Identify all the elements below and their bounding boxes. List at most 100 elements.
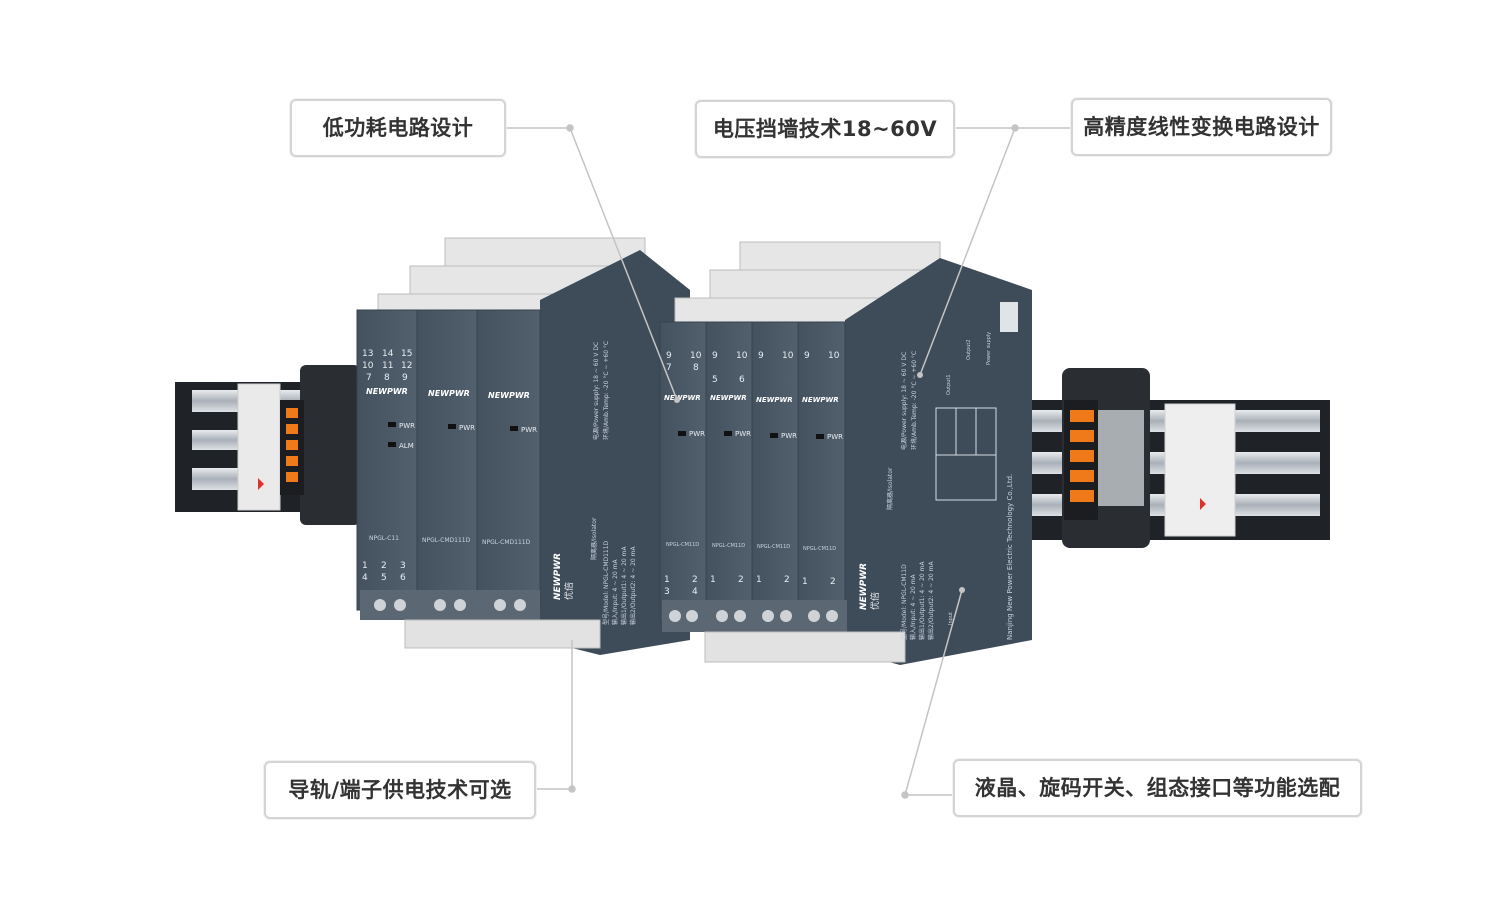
callout-voltage: 电压挡墙技术18~60V [695,100,955,158]
terminal-row-label: 2 [784,575,790,585]
wiring-diagram [935,407,997,501]
side-isolator-label: 隔离器/Isolator [886,467,894,510]
right-module-group [659,241,1032,665]
terminal-row-label: 9 [402,373,408,383]
terminal-row-label: 2 [381,561,387,571]
terminal-row-label: 4 [692,587,698,597]
led-indicator-icon [510,426,518,431]
led-indicator-icon [816,434,824,439]
led-label-pwr: PWR [827,433,843,441]
qr-code-icon [1000,302,1018,332]
terminal-row-label: 1 [664,575,670,585]
diagram-power-label: Power supply [986,332,992,365]
terminal-row-label: 9 [758,351,764,361]
callout-rail-power: 导轨/端子供电技术可选 [264,761,536,819]
model-label: NPGL-CM11D [803,546,836,552]
terminal-row-label: 11 [382,361,393,371]
led-label-pwr: PWR [781,432,797,440]
terminal-row-label: 14 [382,349,394,359]
led-indicator-icon [770,433,778,438]
diagram-input-label: Input [948,612,954,625]
model-label: NPGL-CM11D [712,543,745,549]
led-label-pwr: PWR [689,430,705,438]
side-brand-logo: NEWPWR [859,563,869,610]
terminal-row-label: 2 [738,575,744,585]
leader-dot-precision-end [917,372,923,378]
leader-line-precision [919,127,1016,376]
side-brand-cn-logo: 优倍 [869,592,881,610]
callout-precision: 高精度线性变换电路设计 [1071,98,1332,156]
leader-dot-options [901,791,909,799]
brand-logo: NEWPWR [710,394,747,402]
leader-dot-low-power [566,124,574,132]
leader-dot-options-end [959,587,965,593]
side-input-label: 输入/Input: 4 ~ 20 mA [611,558,619,625]
terminal-row-label: 13 [362,349,373,359]
terminal-row-label: 1 [802,577,808,587]
diagram-output2-label: Output2 [966,339,972,360]
terminal-row-label: 9 [804,351,810,361]
company-label: Nanjing New Power Electric Technology Co… [1006,474,1014,640]
left-module-group [356,237,690,655]
led-label-pwr: PWR [459,424,475,432]
led-label-alm: ALM [399,442,414,450]
terminal-row-label: 8 [693,363,699,373]
terminal-row-label: 8 [384,373,390,383]
terminal-row-label: 3 [664,587,670,597]
led-label-pwr: PWR [521,426,537,434]
terminal-row-label: 10 [362,361,374,371]
terminal-row-label: 10 [690,351,702,361]
led-indicator-icon [388,442,396,447]
terminal-row-label: 6 [400,573,406,583]
terminal-row-label: 10 [782,351,794,361]
side-model-label: 型号/Model: NPGL-CMD111D [602,540,610,625]
leader-lines [506,124,1071,799]
terminal-row-label: 3 [400,561,406,571]
terminal-row-label: 2 [830,577,836,587]
brand-logo: NEWPWR [488,391,530,400]
diagram-output1-label: Output1 [946,374,952,395]
terminal-row-label: 9 [666,351,672,361]
model-label: NPGL-CMD111D [422,537,471,544]
terminal-row-label: 7 [666,363,672,373]
leader-dot-low-power-end [674,397,680,403]
left-group-labels: 13 14 15 10 11 12 7 8 9 NEWPWR NEWPWR NE… [362,341,637,625]
terminal-row-label: 10 [736,351,748,361]
terminal-row-label: 5 [381,573,387,583]
led-indicator-icon [724,431,732,436]
connector-left [280,365,360,525]
terminal-row-label: 5 [712,375,718,385]
terminal-row-label: 10 [828,351,840,361]
callout-options: 液晶、旋码开关、组态接口等功能选配 [953,759,1362,817]
side-supply-label: 电源/Power supply: 18 ~ 60 V DC [592,342,600,440]
side-output1-label: 输出1/Output1: 4 ~ 20 mA [918,561,926,640]
led-label-pwr: PWR [735,430,751,438]
side-isolator-label: 隔离器/Isolator [590,517,598,560]
terminal-row-label: 2 [692,575,698,585]
brand-logo: NEWPWR [366,387,408,396]
leader-dot-rail [568,785,576,793]
model-label: NPGL-CM11D [757,544,790,550]
terminal-row-label: 12 [401,361,412,371]
terminal-row-label: 6 [739,375,745,385]
brand-logo: NEWPWR [756,396,793,404]
brand-logo: NEWPWR [802,396,839,404]
led-indicator-icon [448,424,456,429]
side-ambient-label: 环境/Amb.Temp: -20 °C ~ +60 °C [602,341,610,440]
side-brand-cn-logo: 优倍 [563,582,575,600]
model-label: NPGL-C11 [369,535,399,542]
brand-logo: NEWPWR [664,394,701,402]
side-output1-label: 输出1/Output1: 4 ~ 20 mA [620,546,628,625]
right-group-labels: 9 10 7 8 9 10 5 6 9 10 9 10 NEWPWR NEWPW… [664,332,1014,640]
side-input-label: 输入/Input: 4 ~ 20 mA [909,573,917,640]
terminal-row-label: 1 [710,575,716,585]
led-indicator-icon [388,422,396,427]
callout-low-power: 低功耗电路设计 [290,99,506,157]
side-output2-label: 输出2/Output2: 4 ~ 20 mA [629,546,637,625]
terminal-row-label: 1 [756,575,762,585]
model-label: NPGL-CMD111D [482,539,531,546]
led-label-pwr: PWR [399,422,415,430]
side-model-label: 型号/Model: NPGL-CM11D [900,564,908,640]
model-label: NPGL-CM11D [666,542,699,548]
